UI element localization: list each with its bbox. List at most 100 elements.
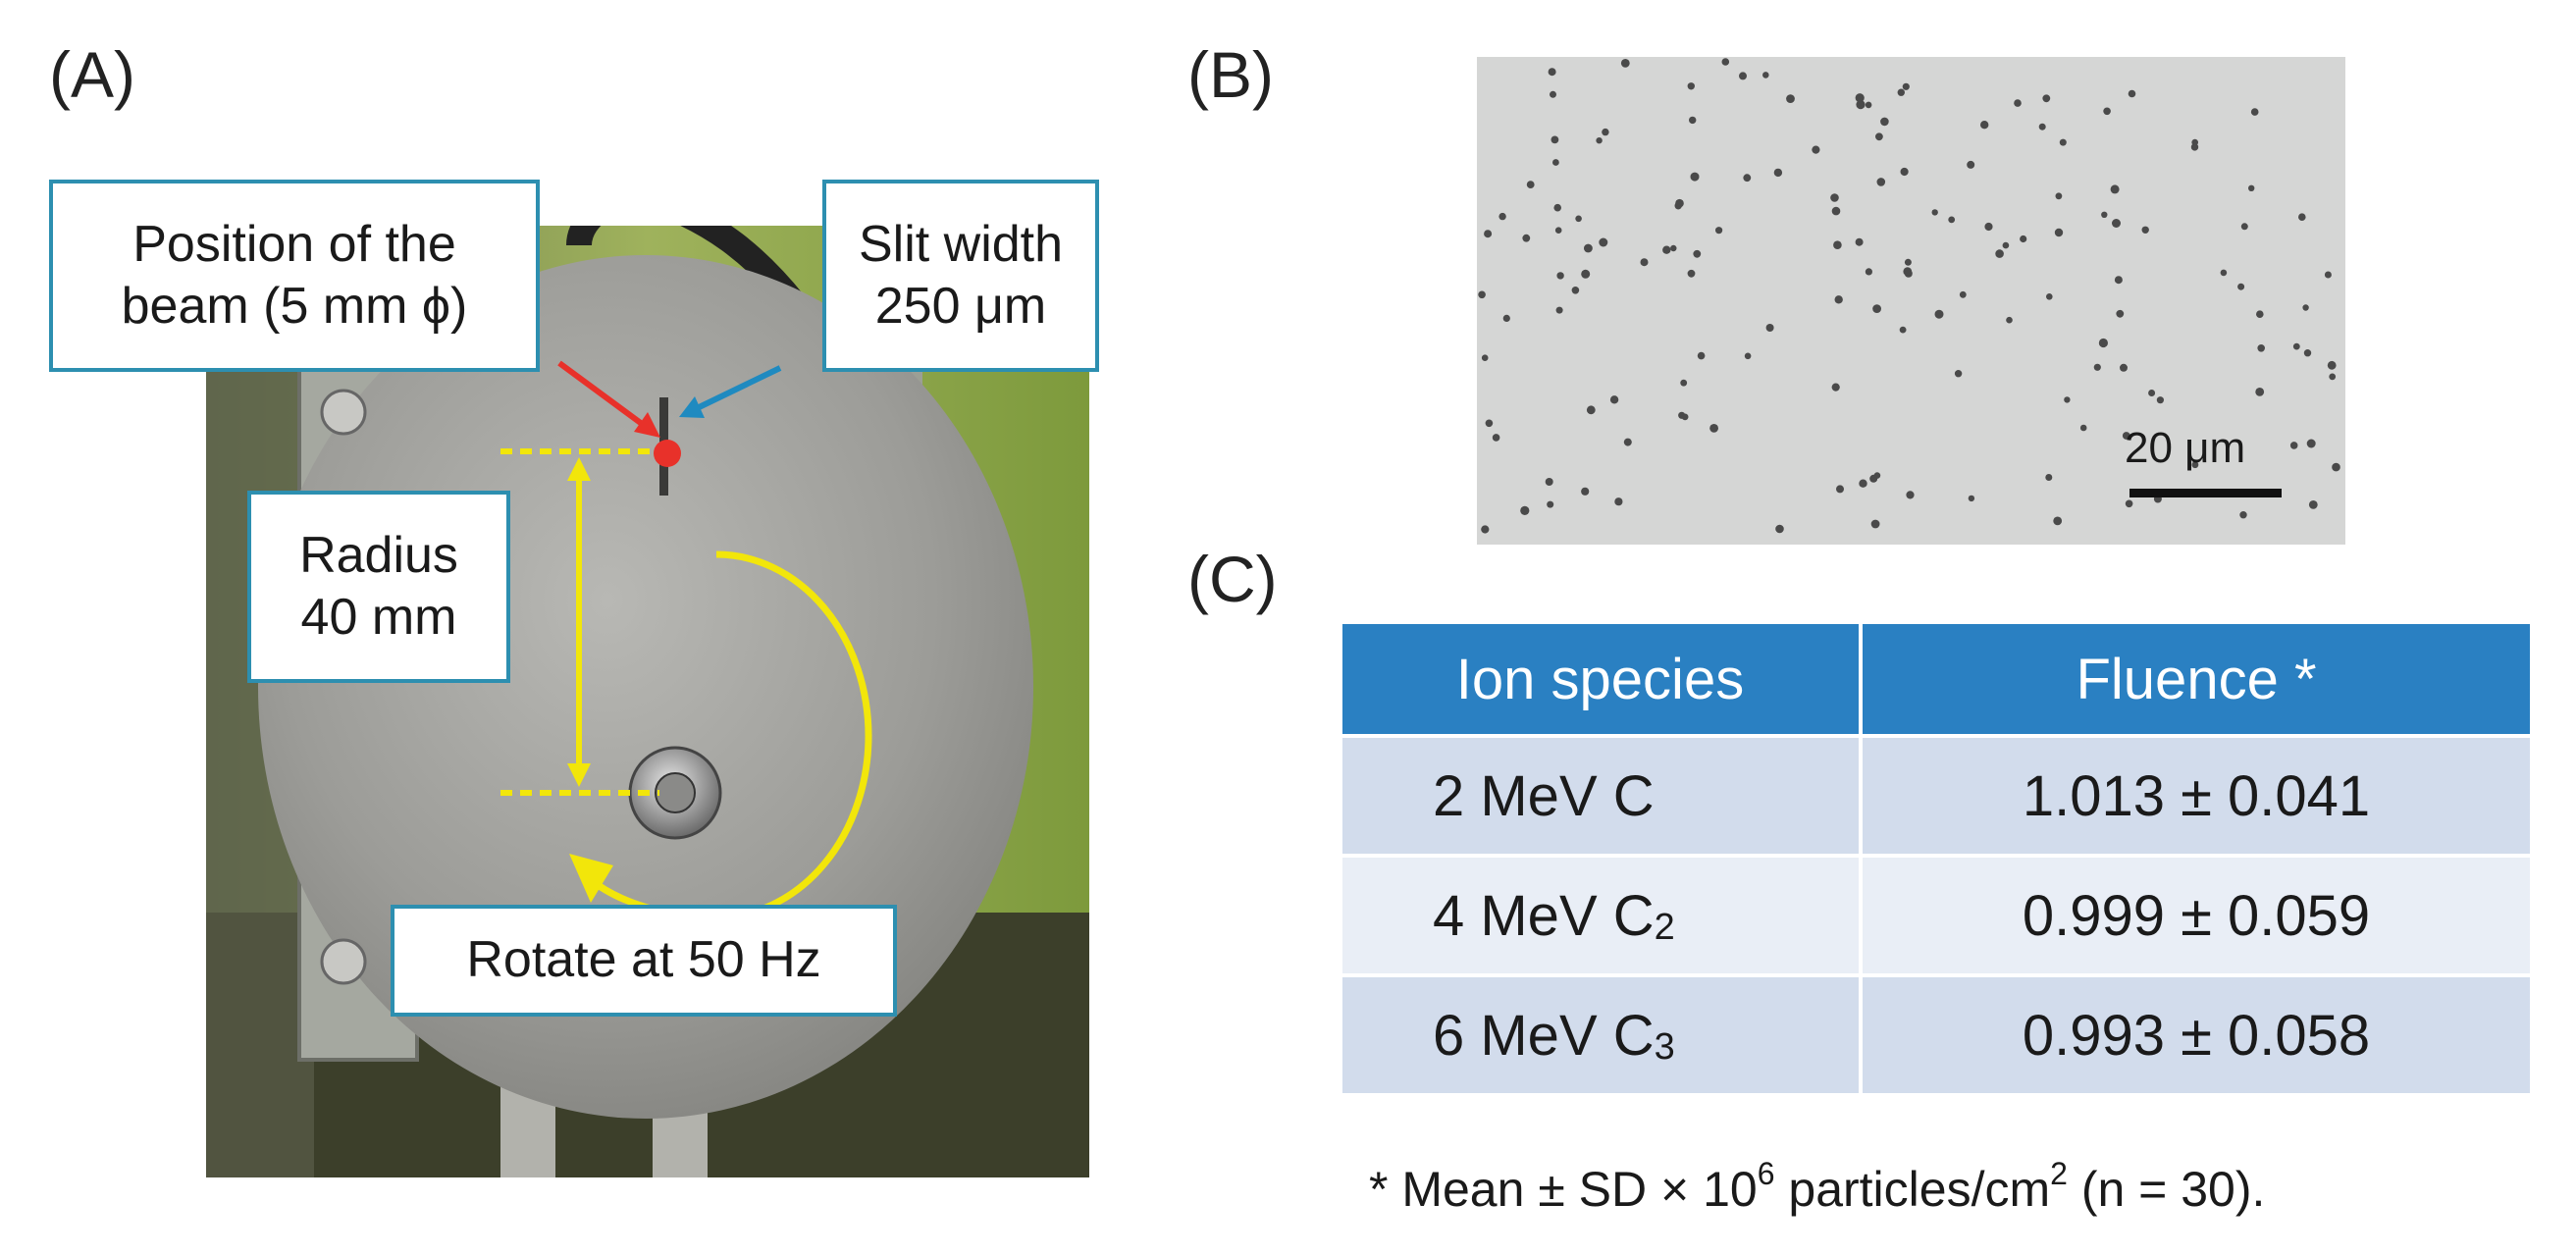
ion-track-dot — [1485, 419, 1494, 428]
ion-track-dot — [1662, 245, 1671, 254]
ion-track-dot — [1599, 237, 1608, 247]
ion-track-dot — [1602, 128, 1609, 136]
ion-track-dot — [1855, 237, 1864, 246]
ion-track-dot — [2093, 363, 2101, 371]
ion-track-dot — [2329, 373, 2337, 381]
ion-track-dot — [1502, 314, 1510, 322]
ion-track-dot — [1980, 121, 1989, 130]
ion-track-dot — [1581, 269, 1591, 279]
species-cell: 2 MeV C — [1342, 734, 1863, 854]
ion-track-dot — [2038, 123, 2046, 131]
ion-track-dot — [1670, 244, 1677, 252]
ion-track-dot — [2114, 276, 2123, 285]
fluence-cell: 1.013 ± 0.041 — [1863, 734, 2530, 854]
ion-track-dot — [2289, 442, 2298, 449]
radius-callout: Radius 40 mm — [247, 491, 510, 683]
ion-track-dot — [1581, 487, 1590, 496]
ion-track-dot — [2239, 511, 2247, 519]
ion-track-dot — [2110, 184, 2120, 194]
ion-track-dot — [1674, 202, 1682, 210]
ion-track-dot — [1873, 472, 1881, 479]
ion-track-dot — [2240, 223, 2248, 231]
ion-track-dot — [2308, 500, 2318, 509]
scale-bar — [2129, 489, 2282, 497]
ion-track-dot — [2120, 363, 2128, 372]
ion-track-dot — [2064, 396, 2071, 403]
ion-track-dot — [1739, 72, 1747, 80]
ion-track-dot — [1492, 434, 1500, 442]
ion-track-dot — [1620, 59, 1630, 68]
ion-track-dot — [1554, 227, 1562, 234]
ion-track-dot — [1865, 101, 1872, 109]
ion-track-dot — [2046, 293, 2053, 300]
ion-track-dot — [2327, 360, 2337, 370]
ion-track-dot — [2148, 390, 2156, 396]
ion-track-dot — [1571, 287, 1580, 294]
ion-track-dot — [1575, 215, 1582, 223]
ion-track-dot — [2324, 271, 2332, 279]
ion-track-dot — [1584, 243, 1593, 253]
ion-track-dot — [1552, 159, 1559, 166]
ion-track-dot — [1875, 132, 1883, 141]
ion-track-dot — [1481, 354, 1489, 362]
ion-track-dot — [1586, 405, 1596, 415]
ion-track-dot — [2256, 310, 2264, 319]
ion-track-dot — [1880, 117, 1889, 127]
ion-track-dot — [1900, 167, 1909, 177]
ion-track-dot — [1995, 249, 2004, 258]
ion-track-dot — [2042, 94, 2051, 103]
ion-track-dot — [1897, 88, 1905, 96]
ion-track-dot — [2055, 192, 2063, 200]
ion-track-dot — [1680, 379, 1688, 387]
ion-track-dot — [1545, 478, 1553, 486]
ion-track-dot — [1715, 227, 1723, 235]
ion-track-dot — [2156, 396, 2164, 404]
ion-track-dot — [2248, 184, 2255, 191]
fluence-cell: 0.993 ± 0.058 — [1863, 973, 2530, 1093]
ion-track-dot — [1614, 497, 1623, 506]
ion-track-dot — [2303, 349, 2312, 357]
ion-track-dot — [1498, 212, 1506, 221]
ion-track-dot — [1556, 272, 1564, 280]
ion-track-dot — [2122, 432, 2130, 440]
ion-track-dot — [2306, 439, 2316, 448]
slit-width-callout: Slit width 250 μm — [822, 180, 1099, 372]
ion-track-dot — [1478, 290, 1486, 299]
ion-track-dot — [1904, 258, 1912, 266]
panel-c-label: (C) — [1187, 543, 1278, 615]
ion-track-dot — [1526, 181, 1535, 188]
ion-track-dot — [2292, 342, 2300, 350]
ion-track-dot — [1855, 93, 1865, 103]
radius-line-1: Radius — [299, 526, 458, 584]
ion-track-dot — [2128, 89, 2136, 98]
fluence-cell: 0.999 ± 0.059 — [1863, 854, 2530, 973]
rotating-disk-photo — [206, 226, 1089, 1177]
beam-position-line-1: Position of the — [132, 215, 456, 273]
ion-track-dot — [1876, 178, 1886, 186]
ion-track-dot — [1773, 168, 1783, 178]
ion-track-dot — [1959, 290, 1967, 298]
ion-track-dot — [1812, 145, 1820, 154]
ion-track-dot — [2191, 461, 2199, 469]
ion-track-dot — [2250, 108, 2259, 116]
ion-track-dot — [1967, 160, 1975, 169]
ion-track-dot — [2101, 211, 2108, 218]
ion-track-dot — [1948, 216, 1956, 224]
ion-track-dot — [2020, 235, 2027, 243]
ion-track-dot — [1984, 222, 1993, 232]
ion-track-dot — [1872, 304, 1881, 313]
scale-bar-label: 20 μm — [2125, 424, 2246, 472]
ion-track-dot — [2298, 213, 2306, 221]
ion-track-dot — [1721, 58, 1730, 66]
ion-track-dot — [2002, 241, 2010, 249]
ion-track-dot — [2220, 269, 2228, 277]
ion-track-dot — [1484, 230, 1493, 238]
ion-track-dot — [1833, 240, 1842, 249]
ion-track-dot — [1548, 68, 1556, 77]
ion-track-dot — [1550, 90, 1556, 98]
ion-track-dot — [1709, 424, 1718, 433]
ion-track-dot — [1687, 269, 1696, 278]
ion-track-dot — [2332, 462, 2340, 472]
ion-track-dot — [1520, 505, 1530, 515]
ion-track-dot — [1522, 234, 1531, 242]
